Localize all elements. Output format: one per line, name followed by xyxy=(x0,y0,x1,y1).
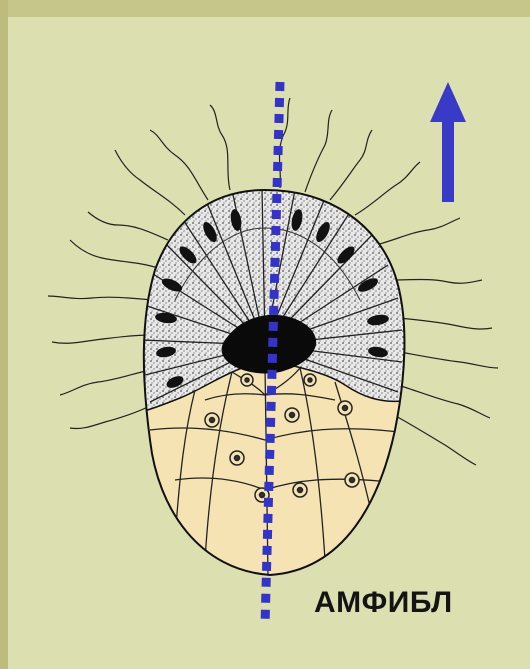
slide-caption: АМФИБЛ xyxy=(314,586,453,620)
arrow-up-icon xyxy=(430,82,466,202)
